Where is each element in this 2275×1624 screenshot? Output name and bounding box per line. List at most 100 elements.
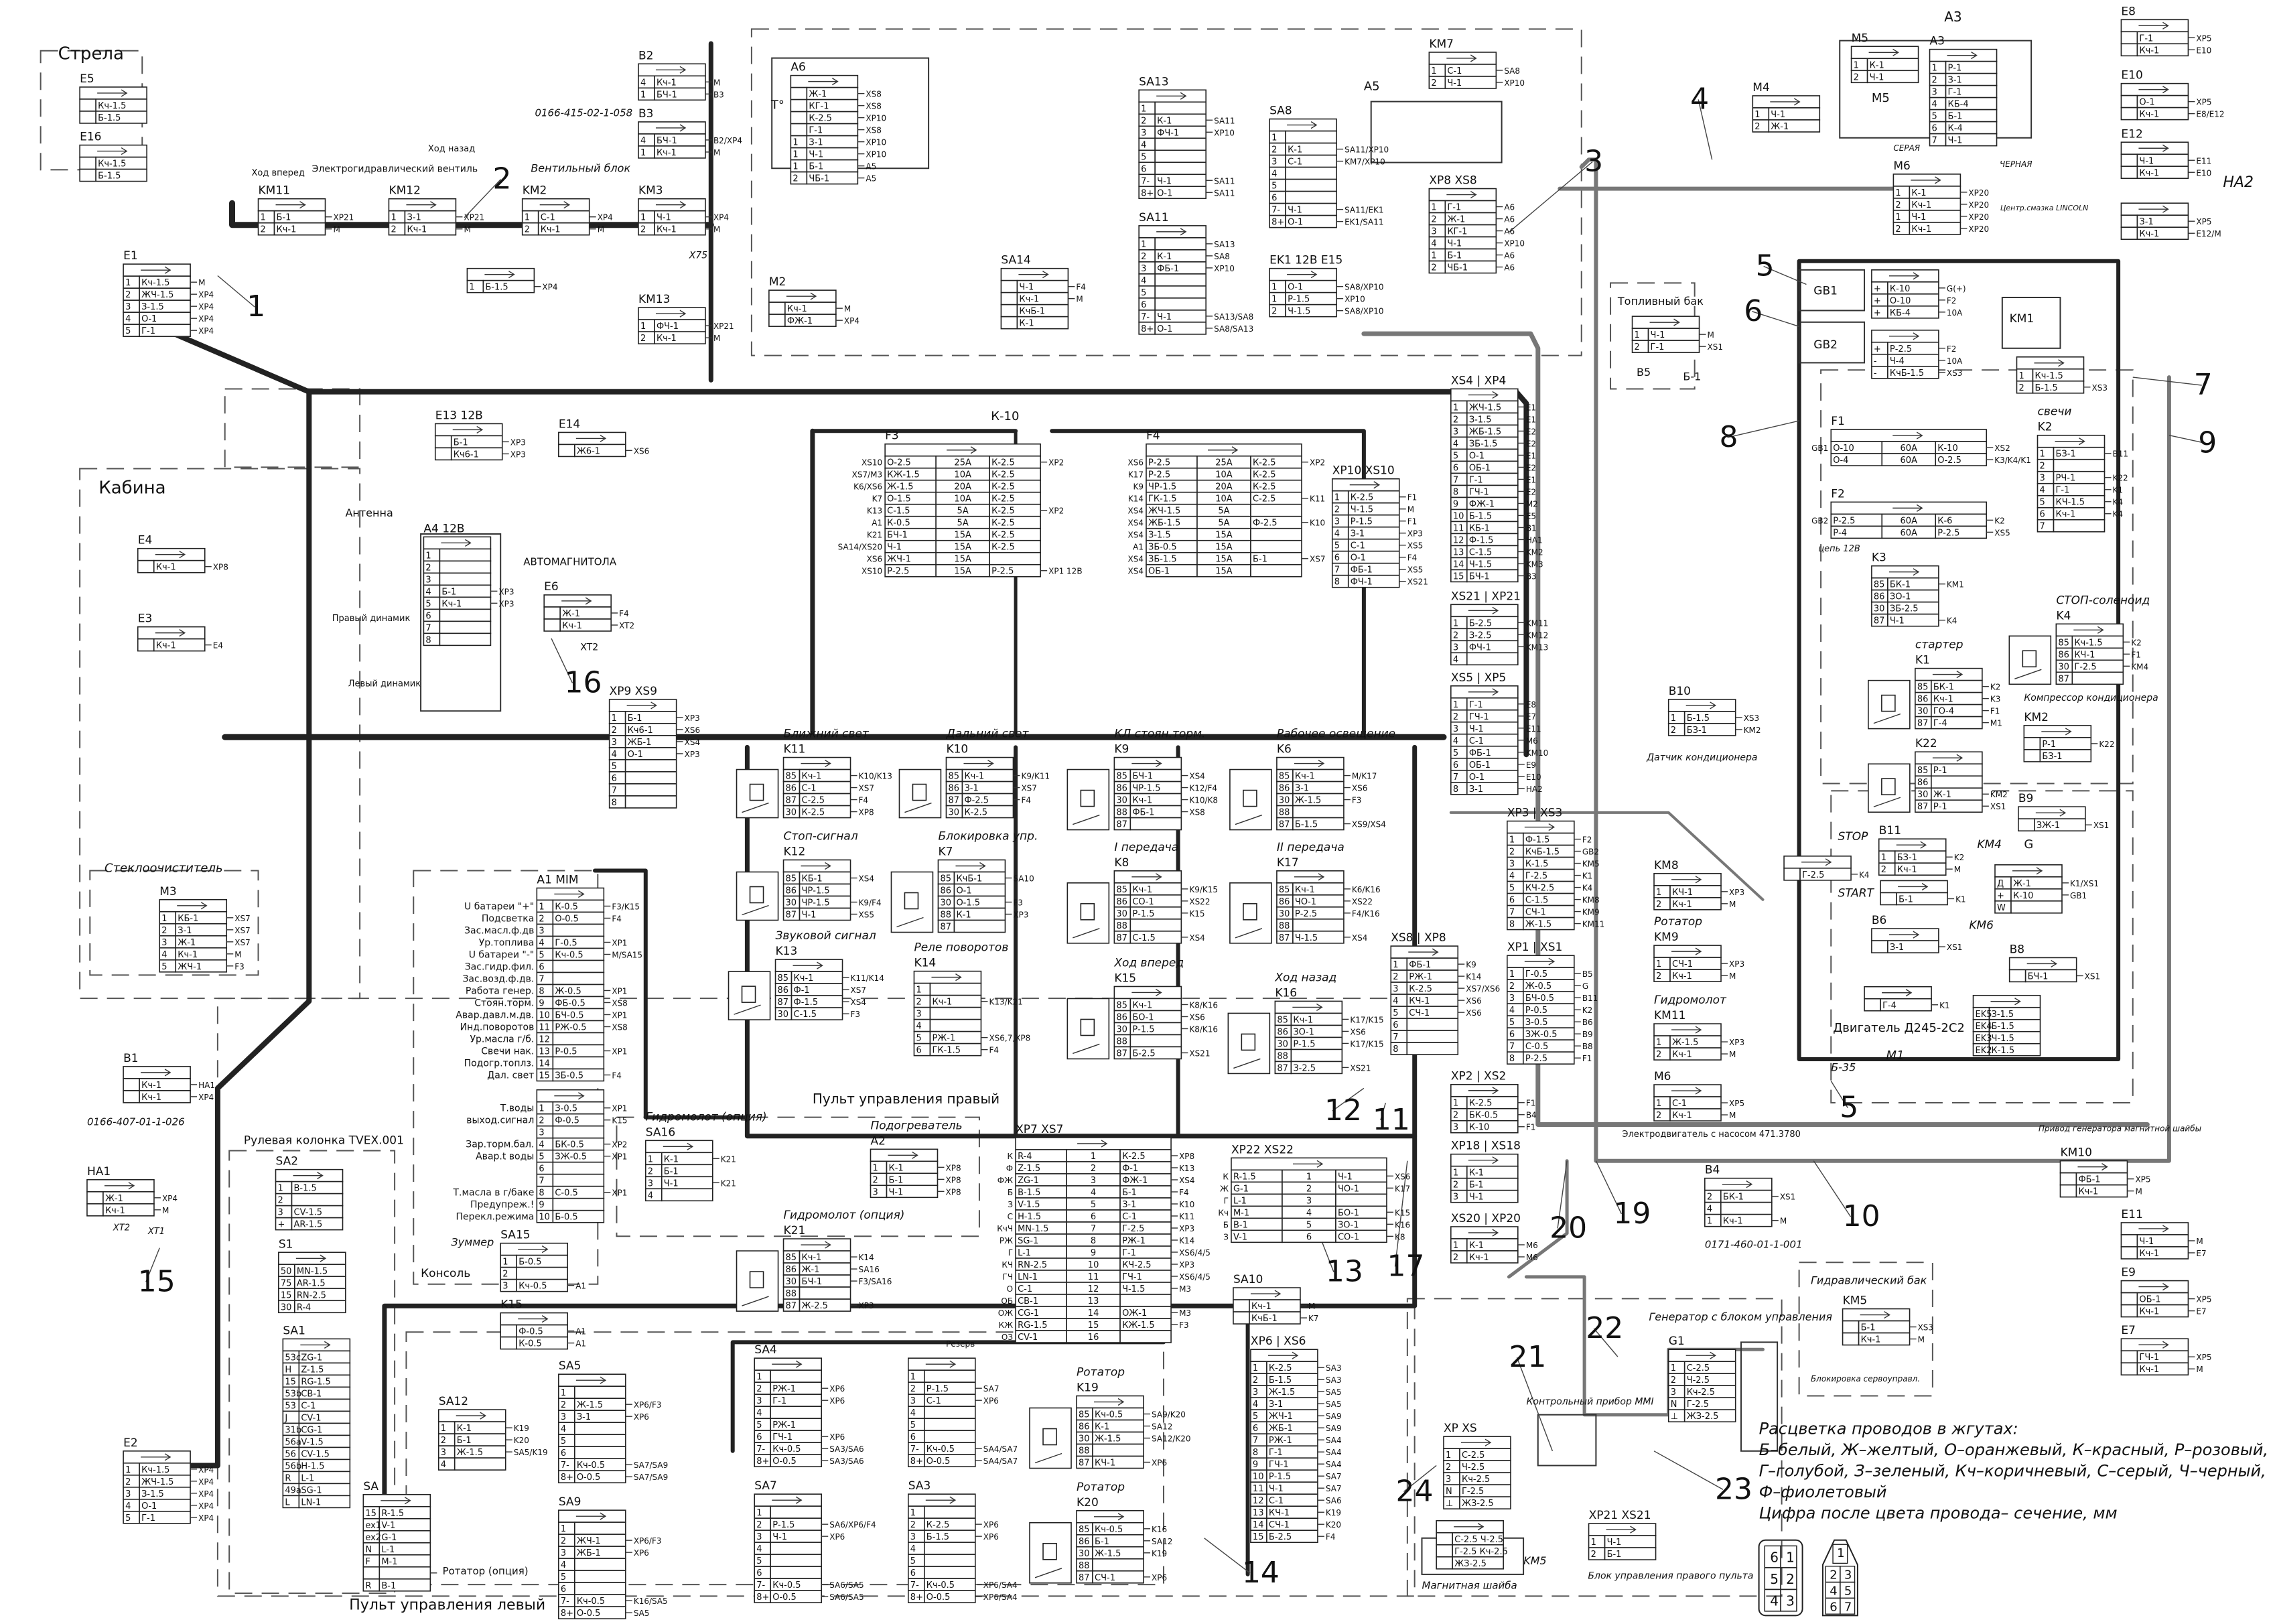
indicator-label: Т.воды xyxy=(500,1103,535,1114)
component-designator: M2 xyxy=(769,275,786,289)
pin-number: 3 xyxy=(910,1396,916,1406)
pin-number: 30 xyxy=(1079,1434,1090,1444)
wire-code: Кч-2.5 xyxy=(1687,1388,1715,1398)
wire-code: Ж-1 xyxy=(809,90,827,100)
wire-code: Кч-1 xyxy=(1897,865,1917,875)
wire-code: КБ-1 xyxy=(802,874,823,884)
wire-destination: XS4 xyxy=(1352,933,1367,943)
indicator-label: Предупреж.! xyxy=(470,1200,534,1211)
wire-destination: KM3 xyxy=(1526,559,1543,569)
wire-code: К-1 xyxy=(1469,1168,1484,1178)
wire-code: БО-1 xyxy=(1338,1208,1359,1218)
pin-number: 1 xyxy=(640,90,646,100)
pin-number: 11 xyxy=(1453,523,1464,533)
connector-arrow-icon xyxy=(518,1315,549,1323)
pin-number: 9 xyxy=(539,1201,544,1211)
wire-code: Ч-1 xyxy=(1948,136,1963,146)
wire-code: БЗ-1 xyxy=(2042,752,2062,762)
wire-code: Кч-1.5 xyxy=(98,159,126,170)
wire-destination: SA7/SA9 xyxy=(634,1461,668,1470)
wire-code: К-0.5 xyxy=(555,902,578,912)
diagram-label: Ротатор (опция) xyxy=(443,1565,529,1577)
pin-number: 2 xyxy=(648,1166,653,1176)
wire-source: О xyxy=(1007,1284,1013,1294)
wire-code: Р-1.5 xyxy=(1351,517,1373,527)
wire-destination: F1 xyxy=(1526,1123,1536,1132)
wire-destination: SA6/SA5 xyxy=(829,1593,864,1602)
wire-destination: K2 xyxy=(1954,853,1965,862)
diagram-label: Ход вперед xyxy=(252,168,305,178)
wire-code: ФБ-0.5 xyxy=(555,998,585,1008)
wire-code: Кч-1 xyxy=(794,973,814,984)
wire-code: Ж6-1 xyxy=(577,446,600,456)
wire-code: Ч-1 xyxy=(1157,312,1172,322)
wire-code: Б-1.5 xyxy=(1295,820,1318,830)
wire-cell xyxy=(552,1209,605,1223)
component-designator: XS5 | XP5 xyxy=(1451,671,1507,685)
wire-code: Р-2.5 xyxy=(1148,470,1170,480)
wire-destination: XP8 xyxy=(945,1175,961,1185)
label-hod-vpered: Ход вперед xyxy=(252,168,305,178)
wire-source: GB2 xyxy=(1811,516,1828,525)
component-shapes xyxy=(123,1066,198,1103)
wire-code: CG-1 xyxy=(301,1425,322,1435)
component-designator: KM10 xyxy=(2060,1146,2091,1160)
wire-code: Р-1 xyxy=(1948,64,1962,74)
wire-destination: SA16 xyxy=(859,1265,880,1274)
wire-code: ЖБ-1 xyxy=(577,1548,601,1558)
diagram-label: KM5 xyxy=(1523,1554,1546,1567)
wire-code: Кч-1 xyxy=(802,772,822,782)
wire-code: З-1 xyxy=(1948,76,1962,86)
wire-destination: E1 xyxy=(1526,415,1536,424)
pin-number: 2 xyxy=(1453,415,1458,425)
wire-destination: E7 xyxy=(2196,1307,2206,1316)
pin-number: R xyxy=(285,1473,291,1483)
pin-number: 2 xyxy=(756,1384,762,1394)
pin-cell xyxy=(790,98,808,113)
label-m6-desc: Электродвигатель с насосом 471.3780 xyxy=(1622,1130,1801,1140)
pin-number: 85 xyxy=(1277,1015,1288,1025)
wire-destination: M3 xyxy=(1179,1308,1191,1318)
fuse-rating-or-pin: 20A xyxy=(954,482,971,492)
label-a3: A3 xyxy=(1944,9,1961,25)
wire-destination: E10 xyxy=(2196,168,2211,178)
pin-cell xyxy=(2059,1184,2077,1198)
wire-destination: E2 xyxy=(1526,487,1536,496)
component-designator: F4 xyxy=(1146,429,1160,443)
wire-code: КГ-1 xyxy=(809,102,829,112)
pin-number: F xyxy=(365,1557,370,1567)
wire-destination: M xyxy=(713,148,720,157)
wire-destination: XP6 xyxy=(983,1396,999,1406)
wire-code: Кч-0.5 xyxy=(555,950,583,960)
indicator-label: Зар.торм.бал. xyxy=(466,1140,534,1150)
wire-code: Кч-1 xyxy=(178,950,198,960)
wire-destination: K10/K13 xyxy=(859,772,892,781)
frame-title: Топливный бак xyxy=(1617,295,1704,308)
fuse-rating-or-pin: 2 xyxy=(1091,1164,1096,1174)
callout-leader-line xyxy=(1403,1465,1437,1492)
wire-code: ЧР-1.5 xyxy=(802,886,830,896)
pin-number: 5 xyxy=(161,962,167,972)
wire-code: Кч-1 xyxy=(2139,229,2159,239)
pin-number: 15 xyxy=(365,1509,376,1519)
pin-number: 9 xyxy=(1253,1460,1258,1470)
pin-cell xyxy=(1000,279,1018,293)
wire-code: Кч-1.5 xyxy=(141,1465,169,1475)
pin-number: 2 xyxy=(2018,383,2024,393)
diagram-label: Зуммер xyxy=(451,1236,494,1249)
pin-number: 3 xyxy=(1844,1568,1852,1582)
component-designator: F3 xyxy=(885,429,899,443)
callout-leader-line xyxy=(1516,1357,1554,1452)
wire-code: Ж-1 xyxy=(1933,790,1951,800)
wire-code: Ж-1.5 xyxy=(887,482,913,492)
wire-code: Кч-1.5 xyxy=(98,101,126,111)
wire-destination: XP4 xyxy=(198,1465,214,1475)
pin-number: 87 xyxy=(1279,820,1290,830)
wire-destination: F1 xyxy=(1407,493,1418,502)
wire-destination: K16 xyxy=(1395,1220,1410,1229)
wire-code: К-1 xyxy=(1288,145,1302,155)
